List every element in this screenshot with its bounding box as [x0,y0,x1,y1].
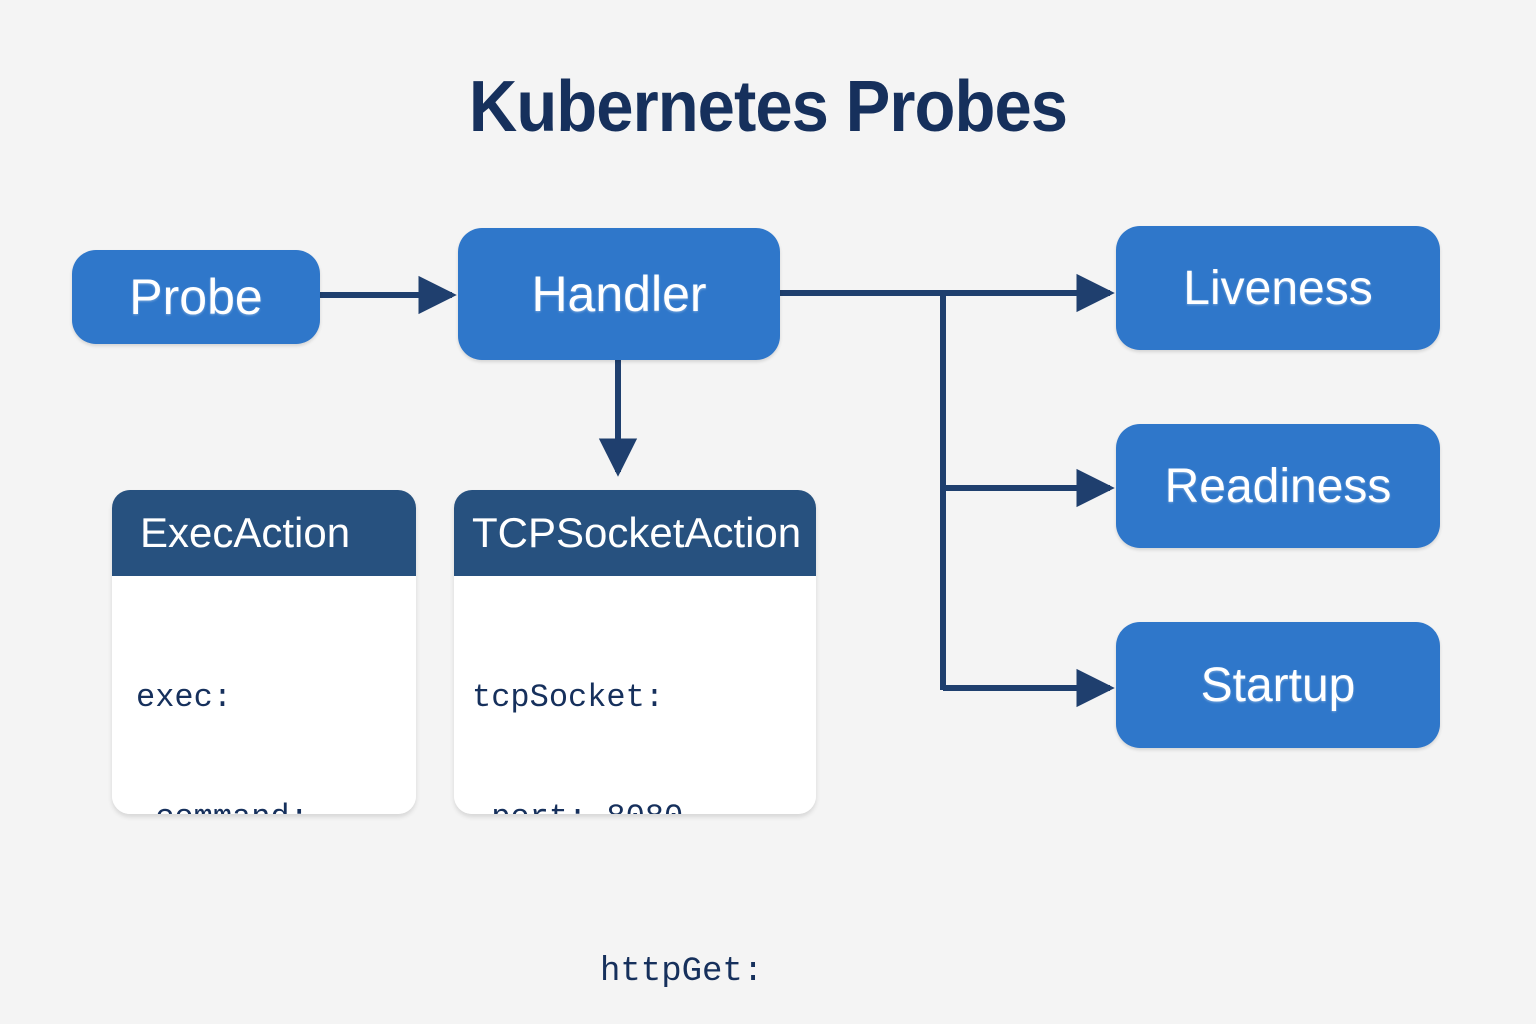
node-handler[interactable]: Handler [458,228,780,360]
code-line: exec: [136,679,233,716]
code-line: tcpSocket: [472,679,665,716]
footer-code-block: httpGet: path: /healthzport: liveness-po… [600,852,1329,1024]
node-probe-label: Probe [129,269,263,325]
node-readiness[interactable]: Readiness [1116,424,1440,548]
card-tcpsocketaction-body: tcpSocket: port: 8080 initialbelaySecods… [454,576,816,814]
card-execaction[interactable]: ExecAction exec: command: – cat – /etc/n… [112,490,416,814]
card-execaction-header: ExecAction [112,490,416,576]
footer-code-line-httpget: httpGet: [600,953,764,991]
card-tcpsocketaction-header: TCPSocketAction [454,490,816,576]
node-readiness-label: Readiness [1164,459,1392,513]
code-line: port: 8080 [472,798,816,814]
node-probe[interactable]: Probe [72,250,320,344]
code-line: command: [136,798,416,814]
page-title: Kubernetes Probes [468,67,1068,147]
card-execaction-body: exec: command: – cat – /etc/nginx nginx.… [112,576,416,814]
card-tcpsocketaction[interactable]: TCPSocketAction tcpSocket: port: 8080 in… [454,490,816,814]
node-handler-label: Handler [531,266,707,322]
node-startup-label: Startup [1200,658,1356,712]
node-liveness[interactable]: Liveness [1116,226,1440,350]
node-liveness-label: Liveness [1183,261,1373,315]
card-tcpsocketaction-title: TCPSocketAction [472,509,802,556]
node-startup[interactable]: Startup [1116,622,1440,748]
card-execaction-title: ExecAction [140,509,351,556]
